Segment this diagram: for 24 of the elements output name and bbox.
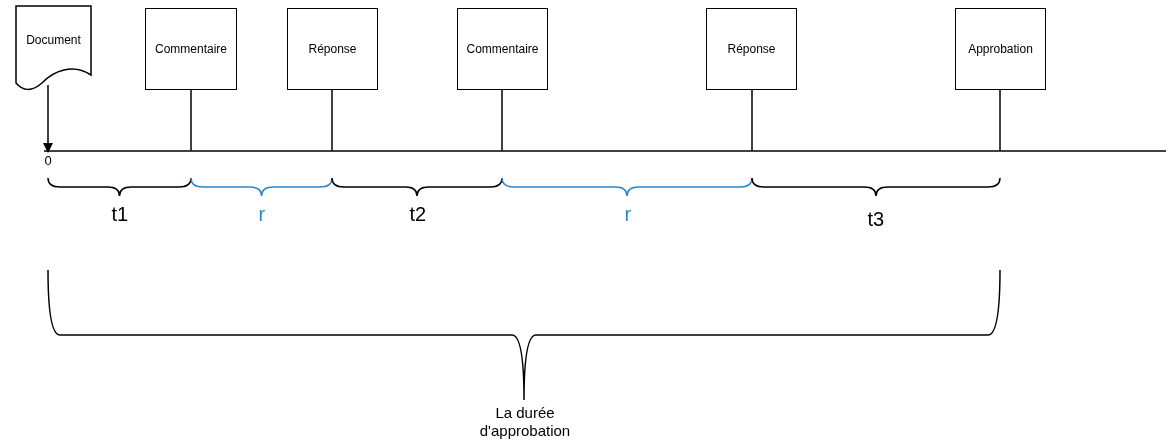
arrow bbox=[43, 84, 53, 153]
duration-label: t3 bbox=[867, 208, 885, 231]
duration-label: t2 bbox=[409, 203, 427, 226]
connector-line bbox=[190, 89, 192, 152]
duration-label: t1 bbox=[111, 203, 129, 226]
box-label: Réponse bbox=[308, 42, 357, 56]
box-label: Document bbox=[26, 33, 81, 47]
tick-label: 0 bbox=[44, 152, 52, 168]
box-label: Réponse bbox=[727, 42, 776, 56]
connector-line bbox=[999, 89, 1001, 152]
duration-label: r bbox=[258, 203, 266, 226]
connector-line bbox=[331, 89, 333, 152]
connector-line bbox=[751, 89, 753, 152]
duration-label: r bbox=[624, 203, 632, 226]
event-box bbox=[706, 8, 797, 90]
box-label: Approbation bbox=[968, 42, 1033, 56]
event-box bbox=[145, 8, 237, 90]
event-box bbox=[955, 8, 1046, 90]
box-label: Commentaire bbox=[155, 42, 227, 56]
total-duration-label: La durée d'approbation bbox=[478, 404, 572, 440]
box-label: Commentaire bbox=[466, 42, 539, 56]
event-box bbox=[457, 8, 548, 90]
connector-line bbox=[501, 89, 503, 152]
event-box bbox=[287, 8, 378, 90]
